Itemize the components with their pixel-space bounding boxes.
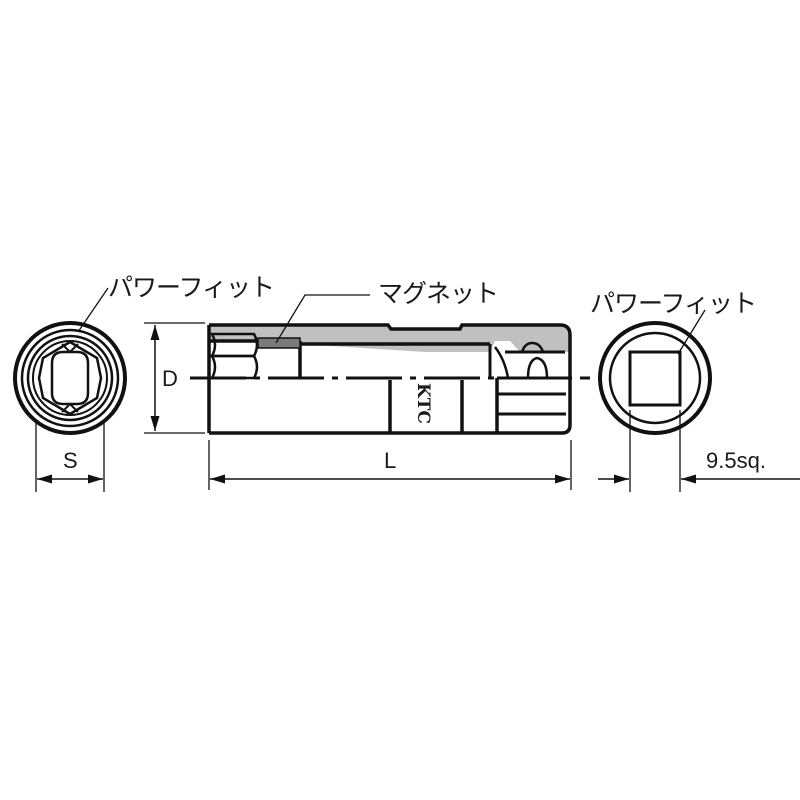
magnet-label: マグネット bbox=[378, 279, 499, 308]
dimension-l-label: L bbox=[384, 448, 397, 473]
left-end-view bbox=[13, 287, 127, 492]
magnet bbox=[257, 337, 301, 349]
right-powerfit-label: パワーフィット bbox=[590, 289, 757, 318]
dimension-d-label: D bbox=[162, 366, 178, 391]
side-section-view bbox=[144, 294, 590, 490]
right-end-view bbox=[598, 309, 800, 492]
left-powerfit-label: パワーフィット bbox=[108, 273, 275, 302]
drive-size-label: 9.5sq. bbox=[706, 448, 766, 473]
dimension-s-label: S bbox=[63, 448, 78, 473]
brand-mark: KTC bbox=[413, 383, 433, 424]
